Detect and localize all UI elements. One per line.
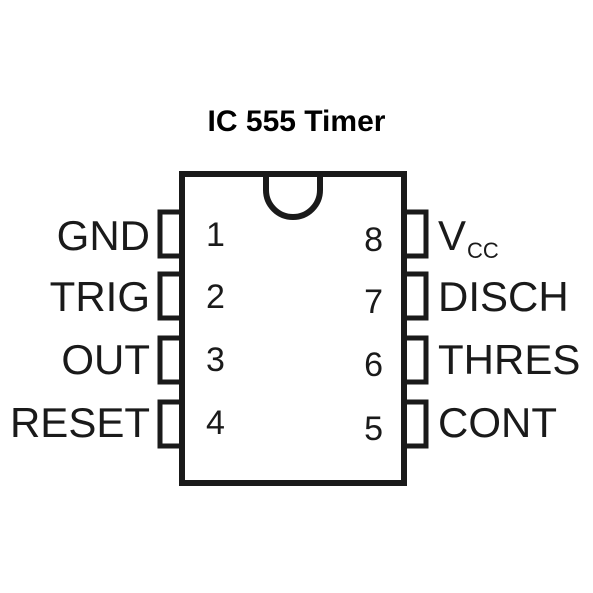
pin-stub-1	[157, 209, 185, 259]
pin-label-vcc-subscript: CC	[467, 238, 499, 263]
pin-label-gnd: GND	[57, 212, 150, 259]
pin-number-5: 5	[364, 410, 383, 448]
pin-label-thres: THRES	[438, 336, 580, 383]
pin-number-4: 4	[206, 404, 225, 442]
pin-number-2: 2	[206, 278, 225, 316]
pin-stub-8	[401, 209, 429, 259]
pin-stub-4	[157, 399, 185, 449]
pin-stub-2	[157, 271, 185, 321]
pin-number-7: 7	[364, 283, 383, 321]
pin-label-vcc: VCC	[438, 212, 499, 263]
ic-notch	[263, 174, 323, 220]
pin-stub-3	[157, 335, 185, 385]
pin-label-reset: RESET	[10, 399, 150, 446]
pin-stub-6	[401, 335, 429, 385]
diagram-title: IC 555 Timer	[207, 105, 386, 138]
pin-number-1: 1	[206, 216, 225, 254]
pin-label-disch: DISCH	[438, 273, 569, 320]
pin-label-trig: TRIG	[50, 273, 150, 320]
pin-stub-7	[401, 271, 429, 321]
pin-label-cont: CONT	[438, 399, 557, 446]
pin-number-6: 6	[364, 346, 383, 384]
pin-number-3: 3	[206, 341, 225, 379]
ic-body	[179, 171, 407, 486]
pin-stub-5	[401, 399, 429, 449]
pin-label-out: OUT	[61, 336, 150, 383]
pin-number-8: 8	[364, 221, 383, 259]
